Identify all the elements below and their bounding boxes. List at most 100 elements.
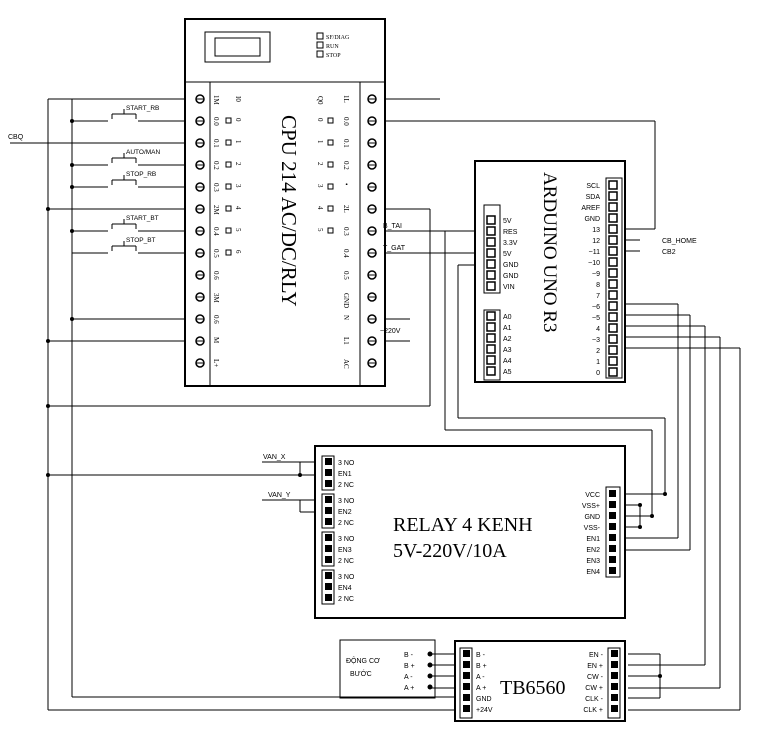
relay-channel-pin [325, 480, 332, 487]
driver-left-pin-label: B + [476, 663, 487, 670]
relay-channel-pin [325, 594, 332, 601]
plc-right-terminal-label: 2L [342, 205, 350, 213]
plc-output-led [327, 117, 334, 124]
driver-left-pin-label: B - [476, 652, 486, 659]
arduino-analog-pin [486, 322, 496, 332]
driver-title: TB6560 [500, 677, 566, 699]
relay-control-pin-label: EN1 [586, 536, 600, 543]
arduino-digital-pin [608, 235, 618, 245]
valve-label-x: VAN_X [263, 454, 286, 461]
motor-pin-label: A + [404, 685, 414, 692]
arduino-analog-pin-label: A5 [503, 369, 512, 376]
motor-pins: B -B +A -A + [404, 651, 433, 692]
relay-title: RELAY 4 KENH [393, 514, 533, 536]
arduino-digital-pin [608, 246, 618, 256]
arduino-power-pin [486, 248, 496, 258]
arduino-digital-pin-label: ~6 [592, 304, 600, 311]
relay-control-pin [609, 567, 616, 574]
relay-control-pin-label: EN3 [586, 558, 600, 565]
plc-input-led [225, 227, 232, 234]
arduino-digital-pin [608, 191, 618, 201]
plc-left-terminal-label: L+ [212, 359, 220, 367]
driver-right-pin [611, 705, 618, 712]
plc-right-terminal-label: • [342, 183, 350, 186]
plc-cpu214: SF/DIAG RUN STOP CPU 214 AC/DC/RLY 1M0.0… [184, 18, 386, 387]
driver-left-header [459, 647, 473, 719]
plc-left-terminal-label: M [212, 337, 220, 344]
arduino-digital-header [605, 177, 623, 379]
driver-left-pin-label: +24V [476, 707, 493, 714]
arduino-digital-pin-label: 4 [596, 326, 600, 333]
relay-channel-pin-label: 3 NO [338, 498, 355, 505]
arduino-digital-pin [608, 367, 618, 377]
arduino-digital-pin-label: SCL [586, 183, 600, 190]
plc-right-terminal-label: AC [342, 359, 350, 369]
relay-control-header [605, 486, 621, 578]
output-label-220v: ~220V [380, 328, 401, 335]
plc-output-led [327, 139, 334, 146]
relay-channel-pin [325, 545, 332, 552]
driver-right-pin-label: EN + [587, 663, 603, 670]
motor-pin [427, 651, 433, 657]
plc-right-terminal-label: 1L [342, 95, 350, 103]
switch-label: STOP_BT [126, 237, 156, 244]
relay-control-pin [609, 501, 616, 508]
motor-pin-label: B + [404, 663, 415, 670]
driver-left-pin-label: A - [476, 674, 485, 681]
label-cb-home: CB_HOME [662, 238, 697, 245]
arduino-analog-pin-label: A4 [503, 358, 512, 365]
driver-right-pin [611, 672, 618, 679]
junction-dots [46, 119, 667, 678]
relay-channel-pin-label: 2 NC [338, 558, 354, 565]
relay-control-pin [609, 523, 616, 530]
relay-channel-pin [325, 556, 332, 563]
arduino-analog-pin-label: A1 [503, 325, 512, 332]
arduino-analog-pin-label: A0 [503, 314, 512, 321]
arduino-digital-pin [608, 257, 618, 267]
driver-left-pin [463, 705, 470, 712]
relay-channel-pin-label: 2 NC [338, 482, 354, 489]
plc-left-terminal-label: 0.2 [212, 161, 220, 170]
plc-left-terminal-label: 3M [212, 293, 220, 304]
plc-left-terminal-label: 0.6 [212, 315, 220, 324]
relay-control-pin-label: EN2 [586, 547, 600, 554]
led-sf-diag: SF/DIAG [326, 35, 350, 41]
switch-gap [108, 250, 138, 256]
arduino-digital-pin-label: 13 [592, 227, 600, 234]
motor-label-line1: ĐỘNG CƠ [346, 656, 380, 665]
arduino-analog-pin [486, 344, 496, 354]
arduino-power-pin-label: 5V [503, 218, 512, 225]
arduino-power-pin-label: VIN [503, 284, 515, 291]
arduino-power-pin [486, 259, 496, 269]
relay-channel-pin-label: EN1 [338, 471, 352, 478]
arduino-analog-pin [486, 355, 496, 365]
relay-channel-pin-label: 3 NO [338, 574, 355, 581]
relay-channel-pin [325, 534, 332, 541]
relay-control-pin [609, 556, 616, 563]
arduino-digital-pin-label: 0 [596, 370, 600, 377]
arduino-analog-pin [486, 366, 496, 376]
relay-channel-pin-label: 2 NC [338, 520, 354, 527]
relay-channel-pin-label: EN2 [338, 509, 352, 516]
plc-input-label: I0 [234, 96, 242, 102]
plc-input-label: 2 [234, 162, 242, 166]
arduino-power-pin [486, 281, 496, 291]
arduino-digital-pin-label: ~5 [592, 315, 600, 322]
relay-control-pin [609, 512, 616, 519]
relay-control-pin-label: GND [584, 514, 600, 521]
driver-right-header [607, 647, 621, 719]
plc-input-led [225, 183, 232, 190]
plc-output-label: 4 [316, 206, 324, 210]
driver-right-pin-label: CW - [587, 674, 604, 681]
arduino-power-pin [486, 226, 496, 236]
arduino-digital-pin-label: 1 [596, 359, 600, 366]
relay-channel-header [321, 569, 335, 605]
plc-right-terminal-label: 0.2 [342, 161, 350, 170]
arduino-digital-pin-label: ~3 [592, 337, 600, 344]
arduino-analog-pin-label: A2 [503, 336, 512, 343]
relay-channel-pin [325, 469, 332, 476]
